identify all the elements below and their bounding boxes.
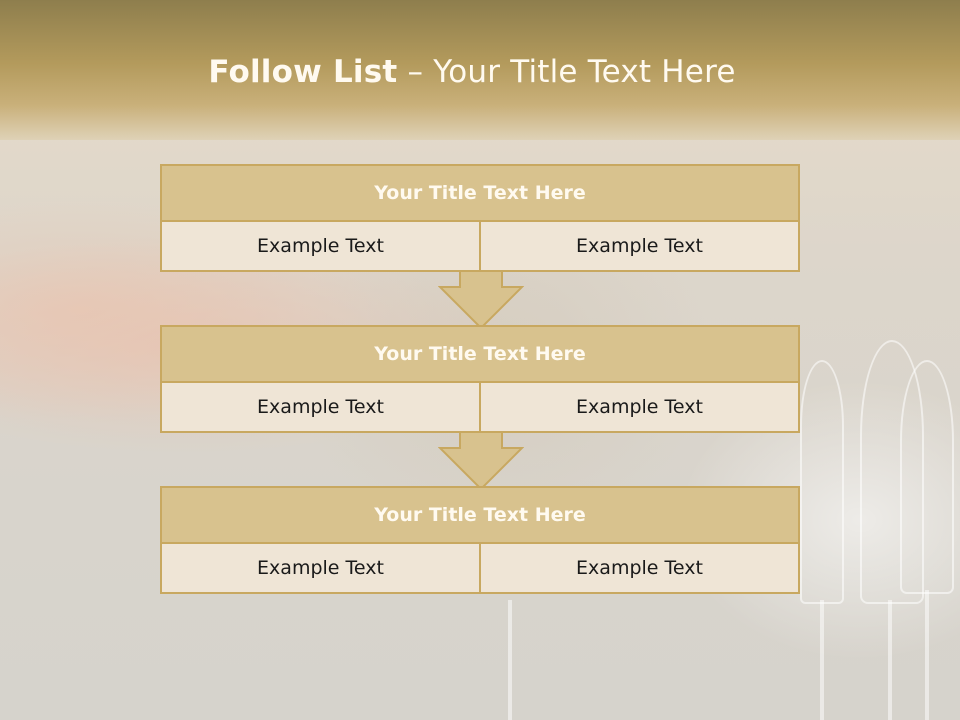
block-title: Your Title Text Here bbox=[162, 488, 798, 544]
block-row: Example Text Example Text bbox=[162, 222, 798, 270]
glass-image bbox=[900, 360, 954, 594]
glass-stem bbox=[888, 600, 892, 720]
list-block-3: Your Title Text Here Example Text Exampl… bbox=[160, 486, 800, 594]
glass-stem bbox=[508, 600, 512, 720]
glass-stem bbox=[820, 600, 824, 720]
block-cell: Example Text bbox=[479, 544, 798, 592]
down-arrow-icon bbox=[438, 270, 524, 330]
list-block-1: Your Title Text Here Example Text Exampl… bbox=[160, 164, 800, 272]
block-cell: Example Text bbox=[479, 222, 798, 270]
block-cell: Example Text bbox=[162, 222, 479, 270]
title-bar bbox=[0, 0, 960, 140]
down-arrow-icon bbox=[438, 431, 524, 491]
block-row: Example Text Example Text bbox=[162, 544, 798, 592]
slide-title: Follow List – Your Title Text Here bbox=[0, 54, 944, 90]
block-cell: Example Text bbox=[162, 544, 479, 592]
list-block-2: Your Title Text Here Example Text Exampl… bbox=[160, 325, 800, 433]
glass-stem bbox=[925, 590, 929, 720]
block-cell: Example Text bbox=[479, 383, 798, 431]
block-cell: Example Text bbox=[162, 383, 479, 431]
block-title: Your Title Text Here bbox=[162, 327, 798, 383]
glass-image bbox=[800, 360, 844, 604]
block-row: Example Text Example Text bbox=[162, 383, 798, 431]
slide-title-bold: Follow List bbox=[208, 54, 398, 90]
block-title: Your Title Text Here bbox=[162, 166, 798, 222]
glass-image bbox=[860, 340, 924, 604]
slide-title-rest: – Your Title Text Here bbox=[397, 54, 736, 90]
